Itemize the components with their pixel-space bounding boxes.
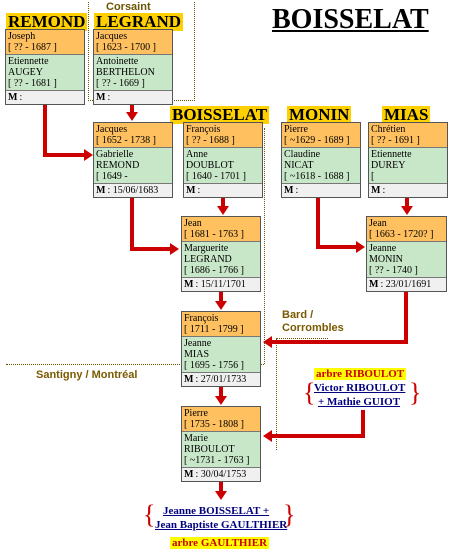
husband-info: Pierre [ ~1629 - 1689 ] — [282, 123, 360, 148]
santigny-boundary-bottom — [6, 364, 264, 365]
marriage-info: M: — [369, 184, 447, 197]
couple-card-remond-augey[interactable]: Joseph [ ?? - 1687 ] Etiennette AUGEY [ … — [5, 29, 85, 105]
wife-info: Anne DOUBLOT [ 1640 - 1701 ] — [184, 148, 262, 184]
marriage-info: M: 15/11/1701 — [182, 278, 260, 291]
couple-card-boisselat-doublot[interactable]: François [ ?? - 1688 ] Anne DOUBLOT [ 16… — [183, 122, 263, 198]
husband-info: Jean [ 1681 - 1763 ] — [182, 217, 260, 242]
place-corrombles: Corrombles — [282, 322, 344, 334]
arrow-down-icon — [126, 112, 138, 121]
left-brace-icon: { — [143, 500, 156, 529]
wife-info: Gabrielle REMOND [ 1649 - — [94, 148, 172, 184]
connector-line — [361, 410, 365, 438]
arrow-down-icon — [217, 206, 229, 215]
family-label-monin: MONIN — [287, 105, 352, 124]
santigny-boundary-right — [264, 128, 265, 364]
arrow-right-icon — [84, 149, 93, 161]
connector-line — [405, 195, 409, 207]
couple-card-mias-monin[interactable]: Jean [ 1663 - 1720? ] Jeanne MONIN [ ?? … — [366, 216, 447, 292]
page-title: BOISSELAT — [272, 4, 429, 35]
arrow-right-icon — [356, 241, 365, 253]
place-bard: Bard / — [282, 309, 314, 321]
bard-boundary-left — [276, 338, 277, 450]
bard-boundary-top — [276, 338, 328, 339]
marriage-info: M: 27/01/1733 — [182, 373, 260, 386]
wife-info: Marguerite LEGRAND [ 1686 - 1766 ] — [182, 242, 260, 278]
arrow-left-icon — [263, 336, 272, 348]
family-label-remond: REMOND — [6, 12, 88, 31]
left-brace-icon: { — [303, 378, 316, 407]
connector-line — [130, 99, 134, 113]
connector-line — [43, 153, 85, 157]
family-label-legrand: LEGRAND — [94, 12, 184, 31]
marriage-info: M: 23/01/1691 — [367, 278, 446, 291]
husband-info: Jacques [ 1652 - 1738 ] — [94, 123, 172, 148]
connector-line — [130, 247, 170, 251]
gaulthier-husband-link[interactable]: Jean Baptiste GAULTHIER — [155, 519, 288, 531]
husband-info: Joseph [ ?? - 1687 ] — [6, 30, 84, 55]
wife-info: Jeanne MIAS [ 1695 - 1756 ] — [182, 337, 260, 373]
marriage-info: M: 15/06/1683 — [94, 184, 172, 197]
connector-line — [219, 480, 223, 492]
marriage-info: M: — [282, 184, 360, 197]
riboulot-tree-link[interactable]: arbre RIBOULOT — [314, 368, 407, 380]
connector-line — [316, 195, 320, 249]
connector-line — [316, 245, 356, 249]
wife-info: Claudine NICAT [ ~1618 - 1688 ] — [282, 148, 360, 184]
husband-info: Jean [ 1663 - 1720? ] — [367, 217, 446, 242]
connector-line — [219, 290, 223, 302]
connector-line — [43, 99, 47, 157]
marriage-info: M: — [184, 184, 262, 197]
couple-card-boisselat-riboulot[interactable]: Pierre [ 1735 - 1808 ] Marie RIBOULOT [ … — [181, 406, 261, 482]
connector-line — [130, 195, 134, 251]
arrow-left-icon — [263, 430, 272, 442]
marriage-info: M: 30/04/1753 — [182, 468, 260, 481]
connector-line — [219, 385, 223, 397]
family-label-mias: MIAS — [382, 105, 431, 124]
family-label-boisselat: BOISSELAT — [170, 105, 270, 124]
wife-info: Antoinette BERTHELON [ ?? - 1669 ] — [94, 55, 172, 91]
husband-info: Chrétien [ ?? - 1691 ] — [369, 123, 447, 148]
arrow-down-icon — [215, 396, 227, 405]
arrow-down-icon — [215, 491, 227, 500]
couple-card-mias-durey[interactable]: Chrétien [ ?? - 1691 ] Etiennette DUREY … — [368, 122, 448, 198]
riboulot-husband-link[interactable]: Victor RIBOULOT — [314, 382, 406, 394]
wife-info: Marie RIBOULOT [ ~1731 - 1763 ] — [182, 432, 260, 468]
place-santigny: Santigny / Montréal — [36, 369, 138, 381]
couple-card-boisselat-legrand[interactable]: Jean [ 1681 - 1763 ] Marguerite LEGRAND … — [181, 216, 261, 292]
couple-card-legrand-remond[interactable]: Jacques [ 1652 - 1738 ] Gabrielle REMOND… — [93, 122, 173, 198]
couple-card-legrand-berthelon[interactable]: Jacques [ 1623 - 1700 ] Antoinette BERTH… — [93, 29, 173, 105]
wife-info: Jeanne MONIN [ ?? - 1740 ] — [367, 242, 446, 278]
right-brace-icon: } — [409, 378, 422, 407]
arrow-down-icon — [215, 301, 227, 310]
connector-line — [272, 340, 408, 344]
gaulthier-wife-link[interactable]: Jeanne BOISSELAT + — [163, 505, 270, 517]
arrow-right-icon — [170, 243, 179, 255]
gaulthier-tree-link[interactable]: arbre GAULTHIER — [170, 537, 270, 549]
right-brace-icon: } — [283, 500, 296, 529]
wife-info: Etiennette DUREY [ — [369, 148, 447, 184]
arrow-down-icon — [401, 206, 413, 215]
riboulot-wife-link[interactable]: + Mathie GUIOT — [318, 396, 401, 408]
husband-info: François [ ?? - 1688 ] — [184, 123, 262, 148]
place-corsaint: Corsaint — [106, 1, 151, 13]
husband-info: Jacques [ 1623 - 1700 ] — [94, 30, 172, 55]
connector-line — [404, 290, 408, 344]
husband-info: François [ 1711 - 1799 ] — [182, 312, 260, 337]
connector-line — [272, 434, 365, 438]
couple-card-boisselat-mias[interactable]: François [ 1711 - 1799 ] Jeanne MIAS [ 1… — [181, 311, 261, 387]
marriage-info: M: — [6, 91, 84, 104]
connector-line — [221, 195, 225, 207]
husband-info: Pierre [ 1735 - 1808 ] — [182, 407, 260, 432]
marriage-info: M: — [94, 91, 172, 104]
wife-info: Etiennette AUGEY [ ?? - 1681 ] — [6, 55, 84, 91]
couple-card-monin-nicat[interactable]: Pierre [ ~1629 - 1689 ] Claudine NICAT [… — [281, 122, 361, 198]
